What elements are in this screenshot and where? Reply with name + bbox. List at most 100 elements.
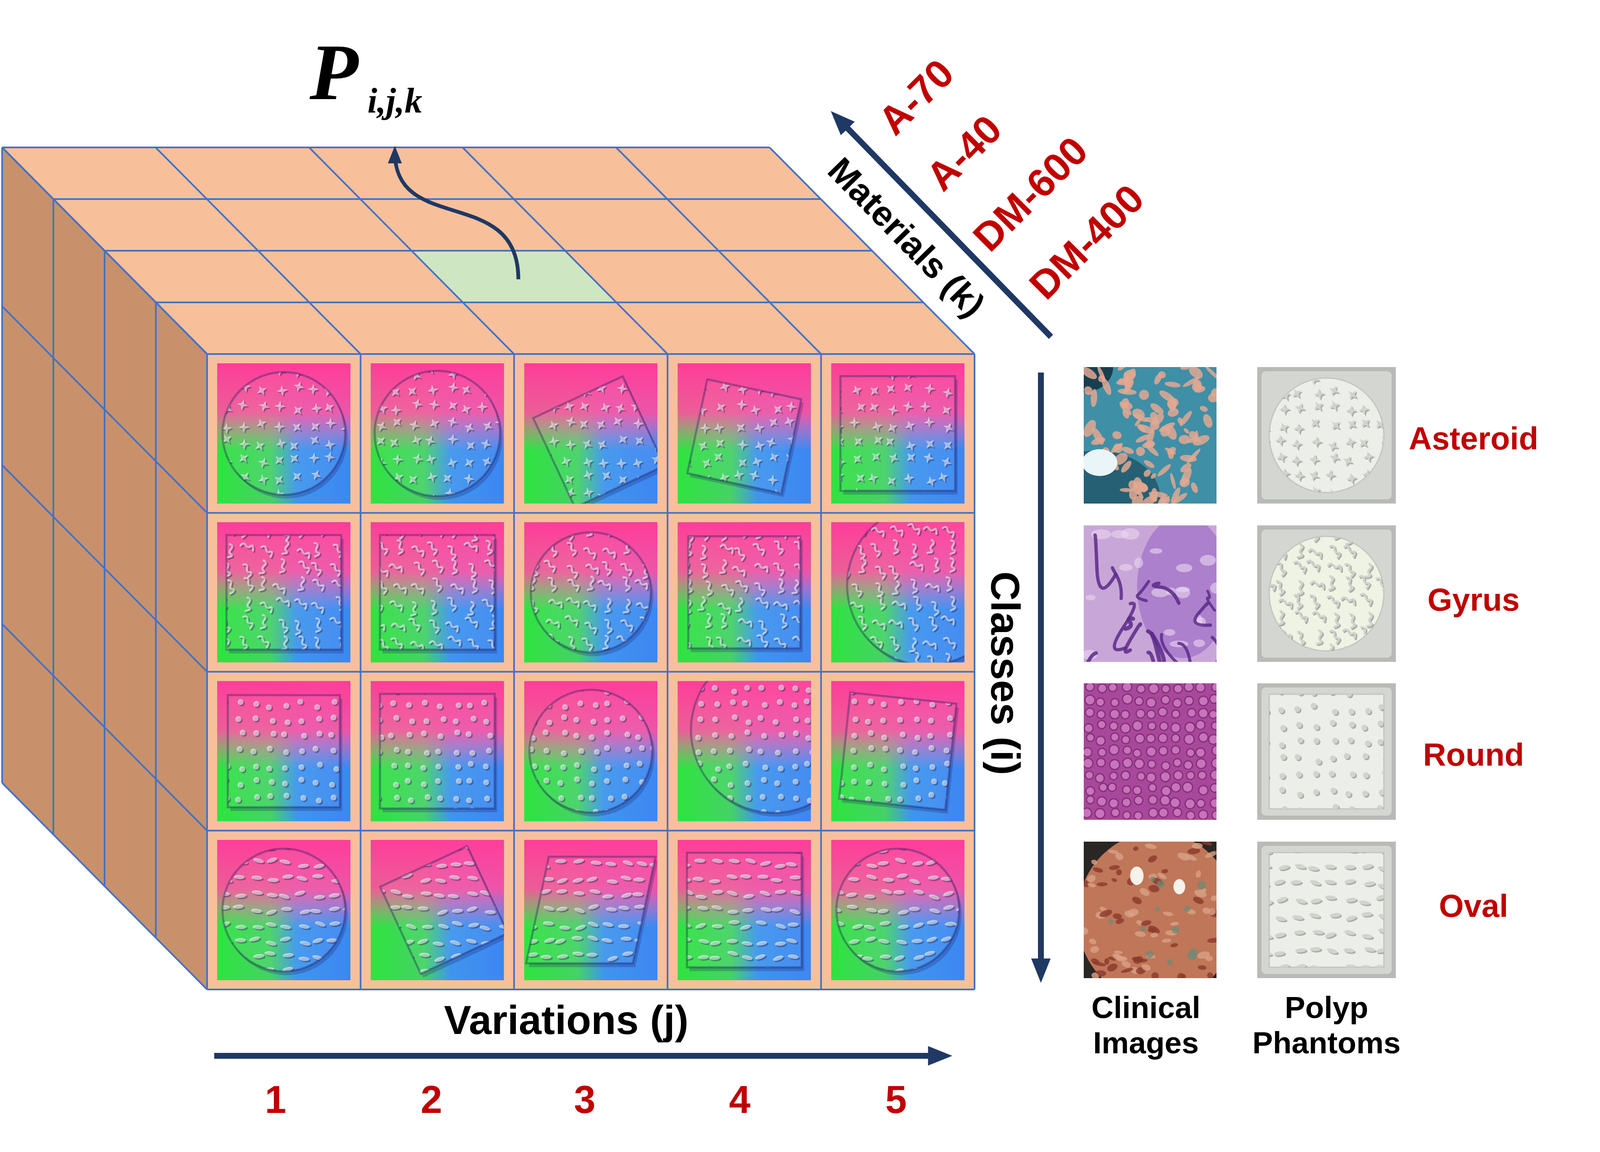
texture-mark xyxy=(685,777,691,784)
illustration-part xyxy=(524,681,658,822)
texture-mark xyxy=(454,684,461,691)
texture-mark xyxy=(682,730,689,737)
texture-mark xyxy=(346,813,351,820)
illustration-part xyxy=(462,147,668,355)
texture-mark xyxy=(291,493,305,504)
illustration-part xyxy=(688,536,801,649)
texture-mark xyxy=(542,472,557,487)
texture-mark xyxy=(793,656,807,663)
texture-mark xyxy=(350,685,351,691)
texture-mark xyxy=(527,438,539,450)
illustration-part xyxy=(104,249,873,252)
texture-mark xyxy=(770,365,786,381)
texture-mark xyxy=(636,540,651,553)
texture-mark xyxy=(654,688,658,695)
texture-mark xyxy=(714,812,721,819)
texture-mark xyxy=(217,380,232,397)
texture-mark xyxy=(556,812,563,819)
texture-mark xyxy=(686,690,693,697)
texture-mark xyxy=(313,522,327,536)
texture-mark xyxy=(696,654,711,663)
texture-mark xyxy=(344,716,351,723)
illustration-part xyxy=(217,363,351,504)
texture-mark xyxy=(833,638,843,653)
illustration-part xyxy=(524,681,658,822)
texture-mark xyxy=(887,490,902,504)
texture-mark xyxy=(867,654,882,663)
texture-mark xyxy=(635,638,650,651)
texture-mark xyxy=(648,473,658,488)
texture-mark xyxy=(408,525,423,536)
illustration-part xyxy=(370,363,504,504)
texture-mark xyxy=(462,490,476,504)
texture-mark xyxy=(302,812,308,819)
texture-mark xyxy=(312,688,319,695)
texture-mark xyxy=(740,656,749,663)
illustration-part xyxy=(370,681,504,822)
texture-mark xyxy=(499,720,505,727)
illustration-part xyxy=(530,532,652,653)
texture-mark xyxy=(375,485,391,500)
illustration-part xyxy=(374,370,500,497)
texture-mark xyxy=(638,655,654,663)
texture-mark xyxy=(531,651,541,663)
illustration-part xyxy=(222,372,346,495)
illustration-part xyxy=(217,363,351,504)
texture-mark xyxy=(475,489,491,504)
texture-mark xyxy=(241,490,253,502)
illustration-part xyxy=(524,522,658,663)
texture-mark xyxy=(625,522,634,536)
texture-mark xyxy=(956,380,965,395)
texture-mark xyxy=(956,455,965,469)
texture-mark xyxy=(345,702,351,709)
texture-mark xyxy=(655,779,658,786)
texture-mark xyxy=(527,488,543,504)
texture-mark xyxy=(791,813,798,820)
texture-mark xyxy=(597,367,614,384)
texture-mark xyxy=(549,654,564,663)
tactile-image xyxy=(370,361,515,507)
illustration-part xyxy=(524,522,655,663)
texture-mark xyxy=(252,810,259,817)
illustration-part xyxy=(831,363,965,504)
texture-mark xyxy=(803,399,812,412)
texture-mark xyxy=(751,650,765,663)
texture-mark xyxy=(639,527,653,535)
texture-mark xyxy=(959,470,965,482)
texture-mark xyxy=(220,750,227,757)
texture-mark xyxy=(833,599,848,610)
texture-mark xyxy=(744,811,751,818)
texture-mark xyxy=(392,811,399,818)
texture-mark xyxy=(961,471,965,484)
texture-mark xyxy=(956,436,965,450)
texture-mark xyxy=(654,778,658,785)
texture-mark xyxy=(835,528,851,541)
illustration-part xyxy=(206,354,208,990)
texture-mark xyxy=(272,812,279,819)
texture-mark xyxy=(701,367,713,379)
texture-mark xyxy=(684,750,691,757)
texture-mark xyxy=(333,683,339,690)
texture-mark xyxy=(347,797,351,804)
cube-front-face xyxy=(207,354,975,990)
texture-mark xyxy=(801,365,811,381)
texture-mark xyxy=(463,491,478,504)
texture-mark xyxy=(801,469,812,481)
texture-mark xyxy=(732,366,747,380)
texture-mark xyxy=(503,685,505,691)
texture-mark xyxy=(346,734,351,741)
texture-mark xyxy=(653,486,658,502)
texture-mark xyxy=(526,699,533,706)
texture-mark xyxy=(542,489,558,504)
texture-mark xyxy=(239,808,246,815)
texture-mark xyxy=(235,685,242,692)
texture-mark xyxy=(787,366,800,379)
texture-mark xyxy=(956,420,965,437)
texture-mark xyxy=(835,544,846,560)
texture-mark xyxy=(596,366,613,382)
illustration-part xyxy=(677,522,811,663)
texture-mark xyxy=(525,366,541,381)
texture-mark xyxy=(409,811,416,818)
texture-mark xyxy=(468,687,475,694)
texture-mark xyxy=(311,651,326,663)
